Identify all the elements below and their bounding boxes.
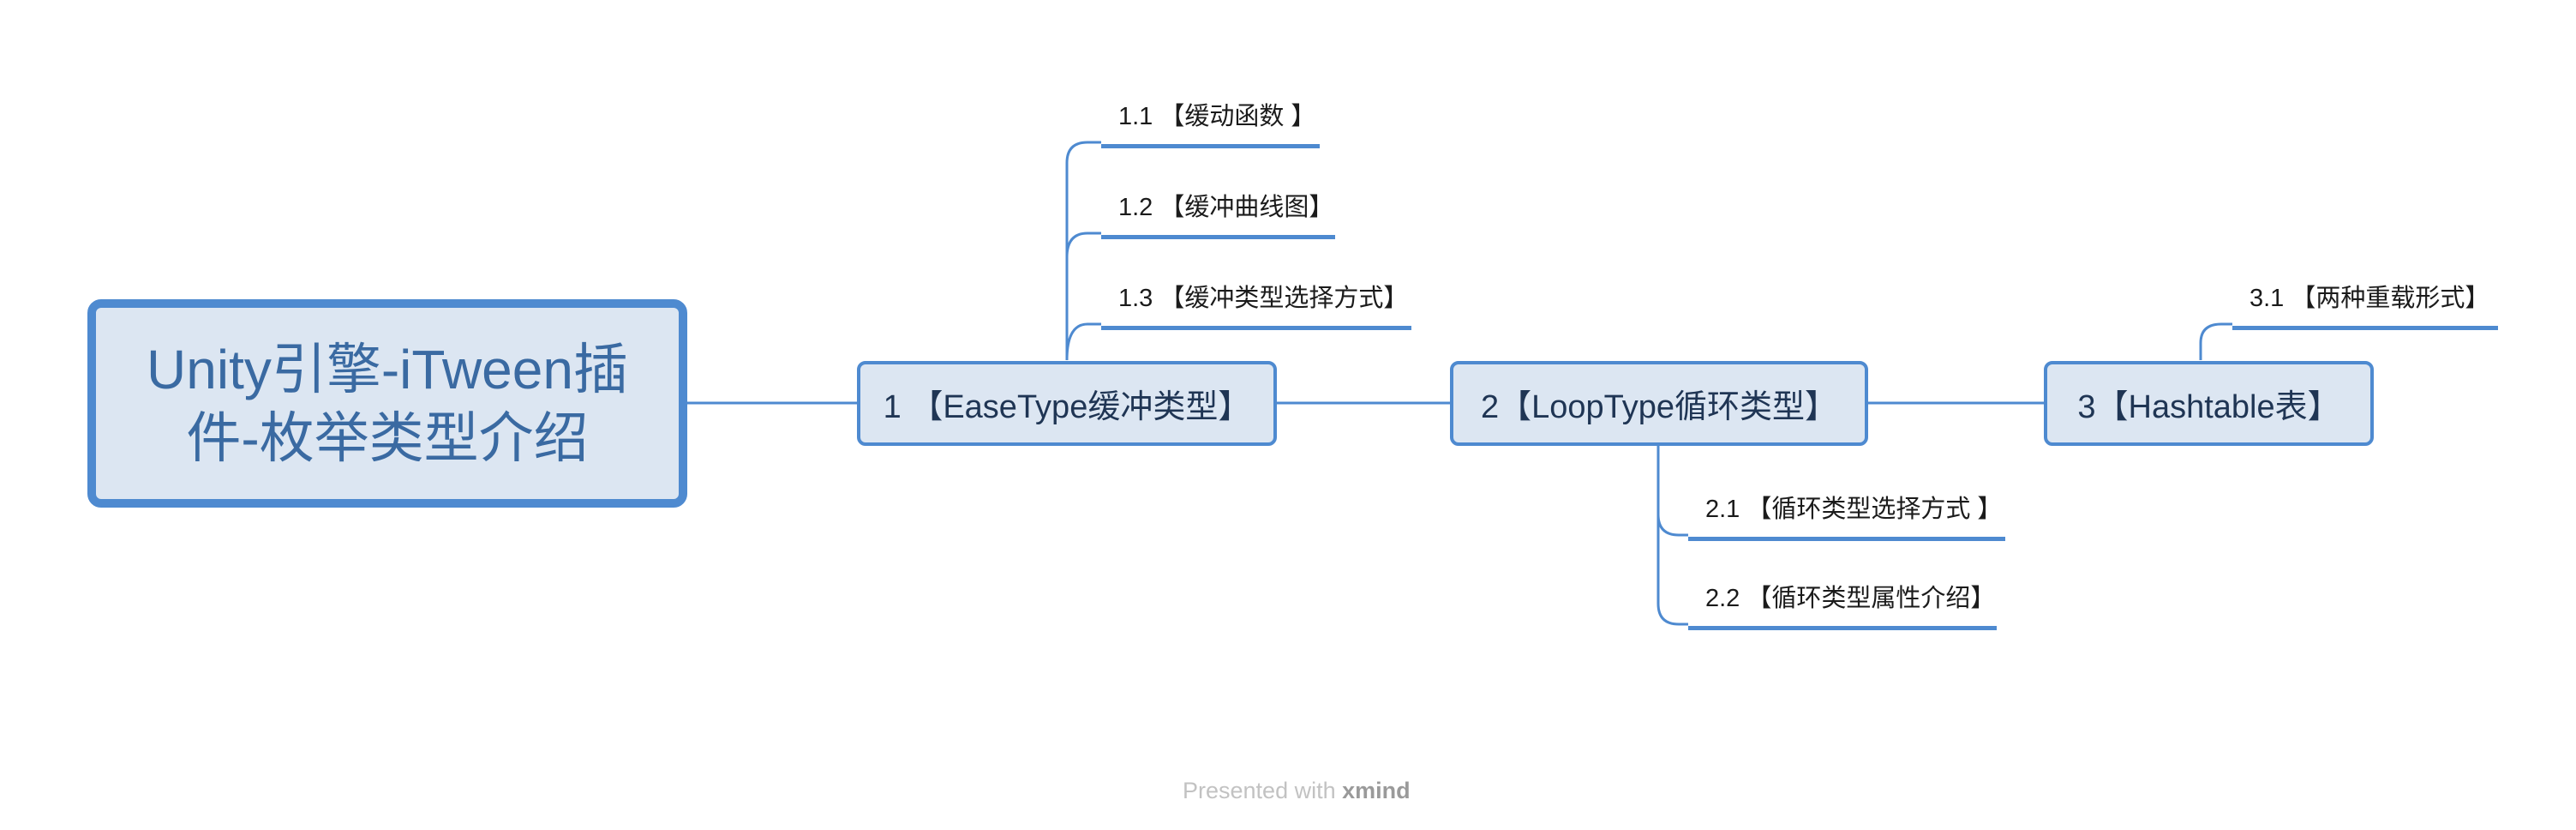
subtopic-3-1[interactable]: 3.1 【两种重载形式】 — [2232, 278, 2498, 330]
subtopic-2-2[interactable]: 2.2 【循环类型属性介绍】 — [1688, 578, 1997, 630]
connector-topic2-sub1 — [1656, 446, 1688, 537]
topic-hashtable-label: 3【Hashtable表】 — [2077, 389, 2340, 425]
connector-topic1-sub1 — [1065, 141, 1101, 360]
xmind-brand: xmind — [1342, 778, 1411, 803]
topic-looptype-label: 2【LoopType循环类型】 — [1480, 389, 1838, 425]
topic-easetype-label: 1 【EaseType缓冲类型】 — [883, 389, 1251, 425]
connector-topic3-sub1 — [2199, 322, 2232, 360]
presented-with-footer: Presented with xmind — [1183, 778, 1411, 804]
subtopic-2-2-label: 2.2 【循环类型属性介绍】 — [1705, 585, 1996, 612]
root-topic-label: Unity引擎-iTween插件-枚举类型介绍 — [147, 338, 628, 469]
subtopic-1-2-label: 1.2 【缓冲曲线图】 — [1118, 194, 1334, 221]
subtopic-2-1-label: 2.1 【循环类型选择方式 】 — [1705, 496, 2003, 523]
subtopic-1-2[interactable]: 1.2 【缓冲曲线图】 — [1101, 187, 1335, 239]
topic-easetype[interactable]: 1 【EaseType缓冲类型】 — [857, 361, 1277, 446]
subtopic-1-3[interactable]: 1.3 【缓冲类型选择方式】 — [1101, 278, 1411, 330]
subtopic-1-1[interactable]: 1.1 【缓动函数 】 — [1101, 96, 1320, 148]
subtopic-1-3-label: 1.3 【缓冲类型选择方式】 — [1118, 285, 1409, 312]
root-topic[interactable]: Unity引擎-iTween插件-枚举类型介绍 — [87, 299, 687, 508]
subtopic-3-1-label: 3.1 【两种重载形式】 — [2250, 285, 2490, 312]
footer-prefix: Presented with — [1183, 778, 1343, 803]
connector-topic1-sub3 — [1065, 322, 1101, 361]
subtopic-1-1-label: 1.1 【缓动函数 】 — [1118, 103, 1316, 130]
connector-topic2-sub2 — [1656, 514, 1688, 626]
topic-looptype[interactable]: 2【LoopType循环类型】 — [1450, 361, 1868, 446]
subtopic-2-1[interactable]: 2.1 【循环类型选择方式 】 — [1688, 489, 2005, 541]
connector-topic1-sub2 — [1065, 232, 1101, 258]
topic-hashtable[interactable]: 3【Hashtable表】 — [2044, 361, 2374, 446]
